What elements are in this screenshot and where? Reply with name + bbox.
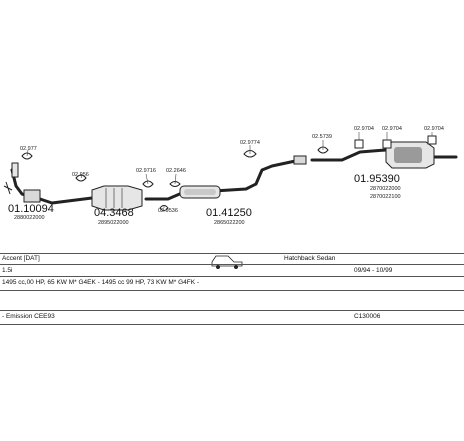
part-number-p3-clip-c: 02.2646 bbox=[166, 168, 186, 174]
part-number-p6-clip: 02.5739 bbox=[312, 134, 332, 140]
divider bbox=[0, 310, 464, 311]
body-style: Hatchback Sedan bbox=[284, 255, 336, 262]
car-body-icon bbox=[211, 255, 243, 269]
clamp-icon bbox=[23, 189, 41, 203]
part-number-p2: 04.3468 bbox=[94, 207, 134, 219]
part-number-p1-clip: 02.977 bbox=[20, 146, 37, 152]
part-serial-p2: 2895022000 bbox=[98, 220, 129, 226]
production-years: 09/94 - 10/99 bbox=[354, 267, 393, 274]
part-number-p7-clip-b: 02.9704 bbox=[382, 126, 402, 132]
part-serial-p8-1: 2870022000 bbox=[370, 186, 401, 192]
part-number-p3-clip-a: 02.9716 bbox=[136, 168, 156, 174]
intermediate-pipe bbox=[144, 158, 302, 201]
rear-silencer-part[interactable] bbox=[385, 141, 435, 169]
part-serial-p8-2: 2870022100 bbox=[370, 194, 401, 200]
rear-pipe bbox=[310, 148, 388, 162]
divider bbox=[0, 253, 464, 254]
part-number-p7-clip-c: 02.9704 bbox=[424, 126, 444, 132]
clamp-icon bbox=[354, 139, 364, 149]
catalog-number: C130006 bbox=[354, 313, 381, 320]
part-number-p4: 01.41250 bbox=[206, 207, 252, 219]
engine-detail: 1495 cc,00 HP, 65 KW M* G4EK - 1495 cc 9… bbox=[2, 279, 200, 286]
divider bbox=[0, 324, 464, 325]
leader-lines bbox=[26, 132, 433, 208]
emission-standard: - Emission CEE93 bbox=[2, 313, 55, 320]
clamp-icon bbox=[427, 135, 437, 145]
divider bbox=[0, 276, 464, 277]
divider bbox=[0, 290, 464, 291]
centre-silencer-part[interactable] bbox=[179, 185, 221, 199]
part-number-p8: 01.95390 bbox=[354, 173, 400, 185]
part-number-p2-clip: 02.956 bbox=[72, 172, 89, 178]
clamp-icon bbox=[293, 155, 307, 165]
part-serial-p1: 2880022000 bbox=[14, 215, 45, 221]
clamp-icon bbox=[382, 139, 392, 149]
part-number-p7-clip-a: 02.9704 bbox=[354, 126, 374, 132]
divider bbox=[0, 264, 464, 265]
model-name: Accent [DAT] bbox=[2, 255, 40, 262]
part-number-p1: 01.10094 bbox=[8, 203, 54, 215]
part-number-p5-clip: 02.9774 bbox=[240, 140, 260, 146]
part-serial-p4: 2865022200 bbox=[214, 220, 245, 226]
catalytic-converter-part[interactable] bbox=[91, 185, 143, 211]
part-number-p3-clip-b: 02.9536 bbox=[158, 208, 178, 214]
engine-size: 1.5i bbox=[2, 267, 13, 274]
